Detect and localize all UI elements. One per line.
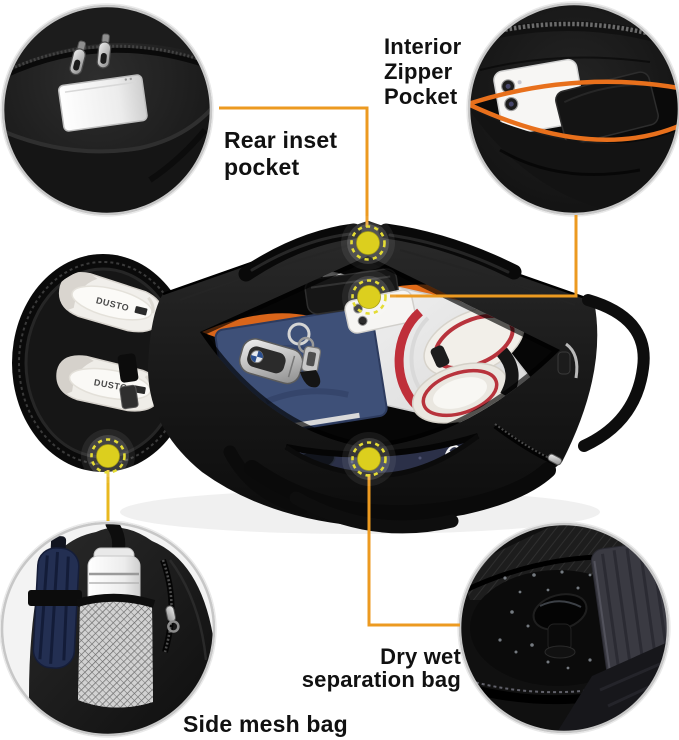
label-line: Interior bbox=[384, 34, 462, 59]
zipper-pull bbox=[96, 33, 112, 69]
wallet-in-pocket bbox=[555, 71, 659, 145]
photo-circle-border bbox=[0, 521, 216, 737]
photo-circle-border bbox=[1, 4, 213, 216]
label-line: separation bag bbox=[301, 667, 461, 692]
label-line: Pocket bbox=[384, 84, 458, 109]
connector-dry-wet-separation bbox=[367, 474, 460, 627]
connector-rear-inset-pocket bbox=[219, 106, 369, 227]
label-line: Zipper bbox=[384, 59, 453, 84]
bag-handles bbox=[223, 223, 650, 534]
orange-piping-top bbox=[469, 79, 679, 107]
zipper-pull bbox=[69, 40, 87, 76]
callout-dry-wet-separation-photo bbox=[457, 521, 671, 735]
callout-rear-inset-pocket-photo bbox=[0, 3, 214, 217]
label-rear-inset-pocket: Rear inset pocket bbox=[224, 127, 337, 181]
shoe-compartment: DUSTO DUSTO bbox=[12, 254, 194, 472]
photo-circle-border bbox=[458, 522, 670, 734]
feature-marker-dry-wet-separation bbox=[342, 432, 396, 486]
callout-interior-zipper-pocket-photo bbox=[466, 1, 679, 217]
feature-marker-side-mesh-bag bbox=[81, 429, 135, 483]
water-droplets bbox=[498, 570, 610, 670]
side-zipper bbox=[160, 559, 180, 653]
label-line: Rear inset bbox=[224, 127, 338, 153]
strap-clip bbox=[117, 353, 139, 383]
photo-circle-border bbox=[467, 2, 679, 216]
umbrella bbox=[32, 535, 80, 669]
feature-marker-rear-inset-pocket bbox=[341, 216, 395, 270]
label-line: Side mesh bag bbox=[183, 711, 348, 737]
power-bank-in-pocket bbox=[57, 74, 148, 132]
label-line: Dry wet bbox=[380, 644, 461, 669]
side-hardware bbox=[117, 342, 579, 466]
feature-marker-interior-zipper-pocket bbox=[342, 270, 396, 324]
car-key-keychain bbox=[238, 322, 322, 388]
label-dry-wet-separation-bag: Dry wet separation bag bbox=[261, 645, 461, 691]
pocket-front bbox=[3, 108, 211, 214]
umbrella-strap bbox=[28, 590, 82, 606]
mesh-pocket bbox=[75, 593, 156, 708]
duffel-bag-photo: DUSTO DUSTO bbox=[12, 220, 650, 534]
label-side-mesh-bag: Side mesh bag bbox=[183, 711, 348, 737]
sneaker-top: DUSTO bbox=[58, 272, 163, 333]
connector-interior-zipper-pocket bbox=[390, 215, 578, 298]
label-line: pocket bbox=[224, 154, 300, 180]
callout-side-mesh-bag-photo bbox=[0, 520, 217, 738]
orange-piping-bottom bbox=[469, 101, 679, 143]
shoulder-strap bbox=[578, 294, 650, 452]
label-interior-zipper-pocket: Interior Zipper Pocket bbox=[384, 34, 461, 109]
drain-knob bbox=[532, 593, 588, 659]
